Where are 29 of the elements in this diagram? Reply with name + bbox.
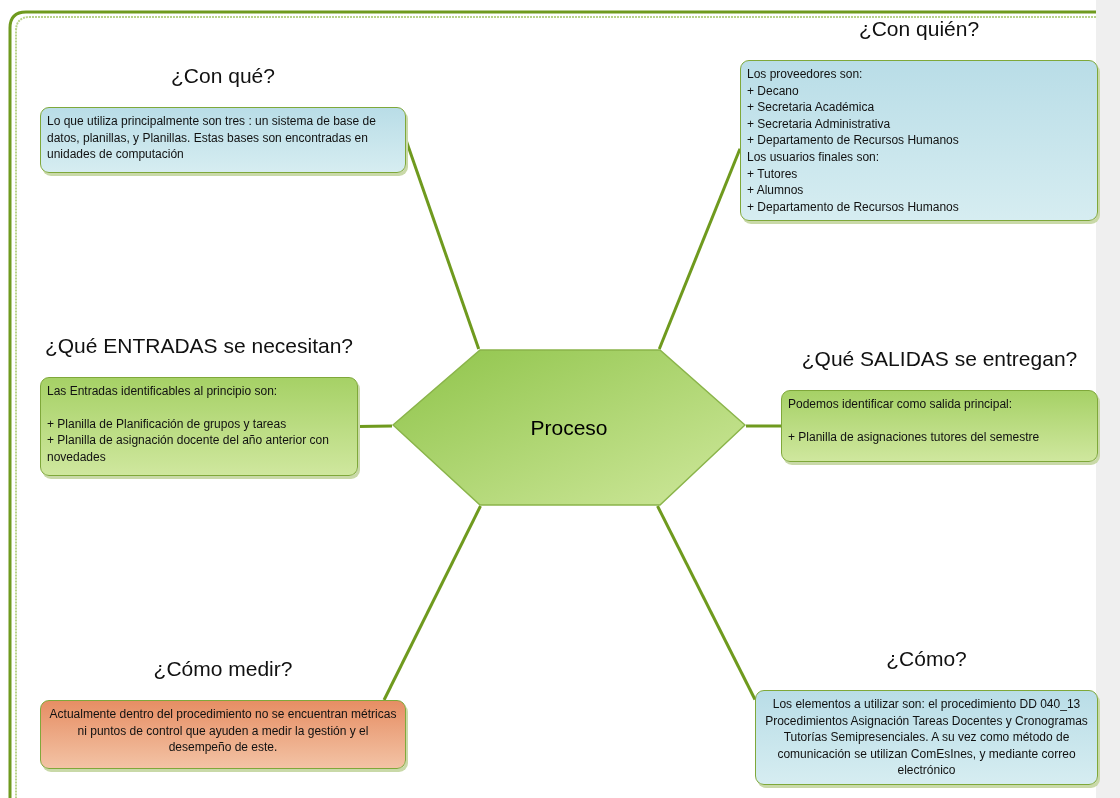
card-text: + Departamento de Recursos Humanos [747,132,960,149]
connector-line [382,505,482,701]
card-text: + Planilla de asignaciones tutores del semestre [788,428,1041,446]
node-label: Proceso [530,415,608,440]
card-text: + Secretaria Administrativa [747,115,892,133]
card-text: + Alumnos [747,182,805,199]
card-text: Los usuarios finales son: [747,148,881,166]
card-text: + Planilla de asignación docente del año anterior con novedades [47,432,330,466]
connector-line [746,424,781,428]
question-heading: ¿Cómo? [885,646,968,672]
card-text: Los proveedores son: [747,66,864,83]
card-text: + Departamento de Recursos Humanos [747,198,960,216]
question-heading: ¿Cómo medir? [152,656,294,682]
card-text: + Tutores [747,165,799,183]
question-heading: ¿Qué ENTRADAS se necesitan? [43,333,355,359]
card-text: Podemos identificar como salida principal: [788,396,1014,413]
connector-line [357,424,393,428]
card-text: + Decano [747,82,800,100]
card-text: Lo que utiliza principalmente son tres : un sistema de base de datos, planillas, y Planillas. Estas bases son encontradas en unidades de computación [47,113,377,163]
card-text: + Planilla de Planificación de grupos y tareas [47,415,288,433]
question-heading: ¿Con qué? [170,63,276,89]
question-heading: ¿Qué SALIDAS se entregan? [800,346,1079,372]
card-text: Los elementos a utilizar son: el procedimiento DD 040_13 Procedimientos Asignación Tareas Docentes y Cronogramas Tutorías Semipresenciales. A su vez como método de comunicación se utilizan ComEsInes, y mediante correo electrónico [764,696,1089,779]
question-heading: ¿Con quién? [857,16,981,42]
connector-line [656,505,757,701]
card-text: Las Entradas identificables al principio son: [47,383,279,400]
card-text: + Secretaria Académica [747,99,876,116]
connector-line [657,148,742,350]
card-text: Actualmente dentro del procedimiento no se encuentran métricas ni puntos de control que ayuden a medir la gestión y el desempeño de este. [48,706,398,756]
